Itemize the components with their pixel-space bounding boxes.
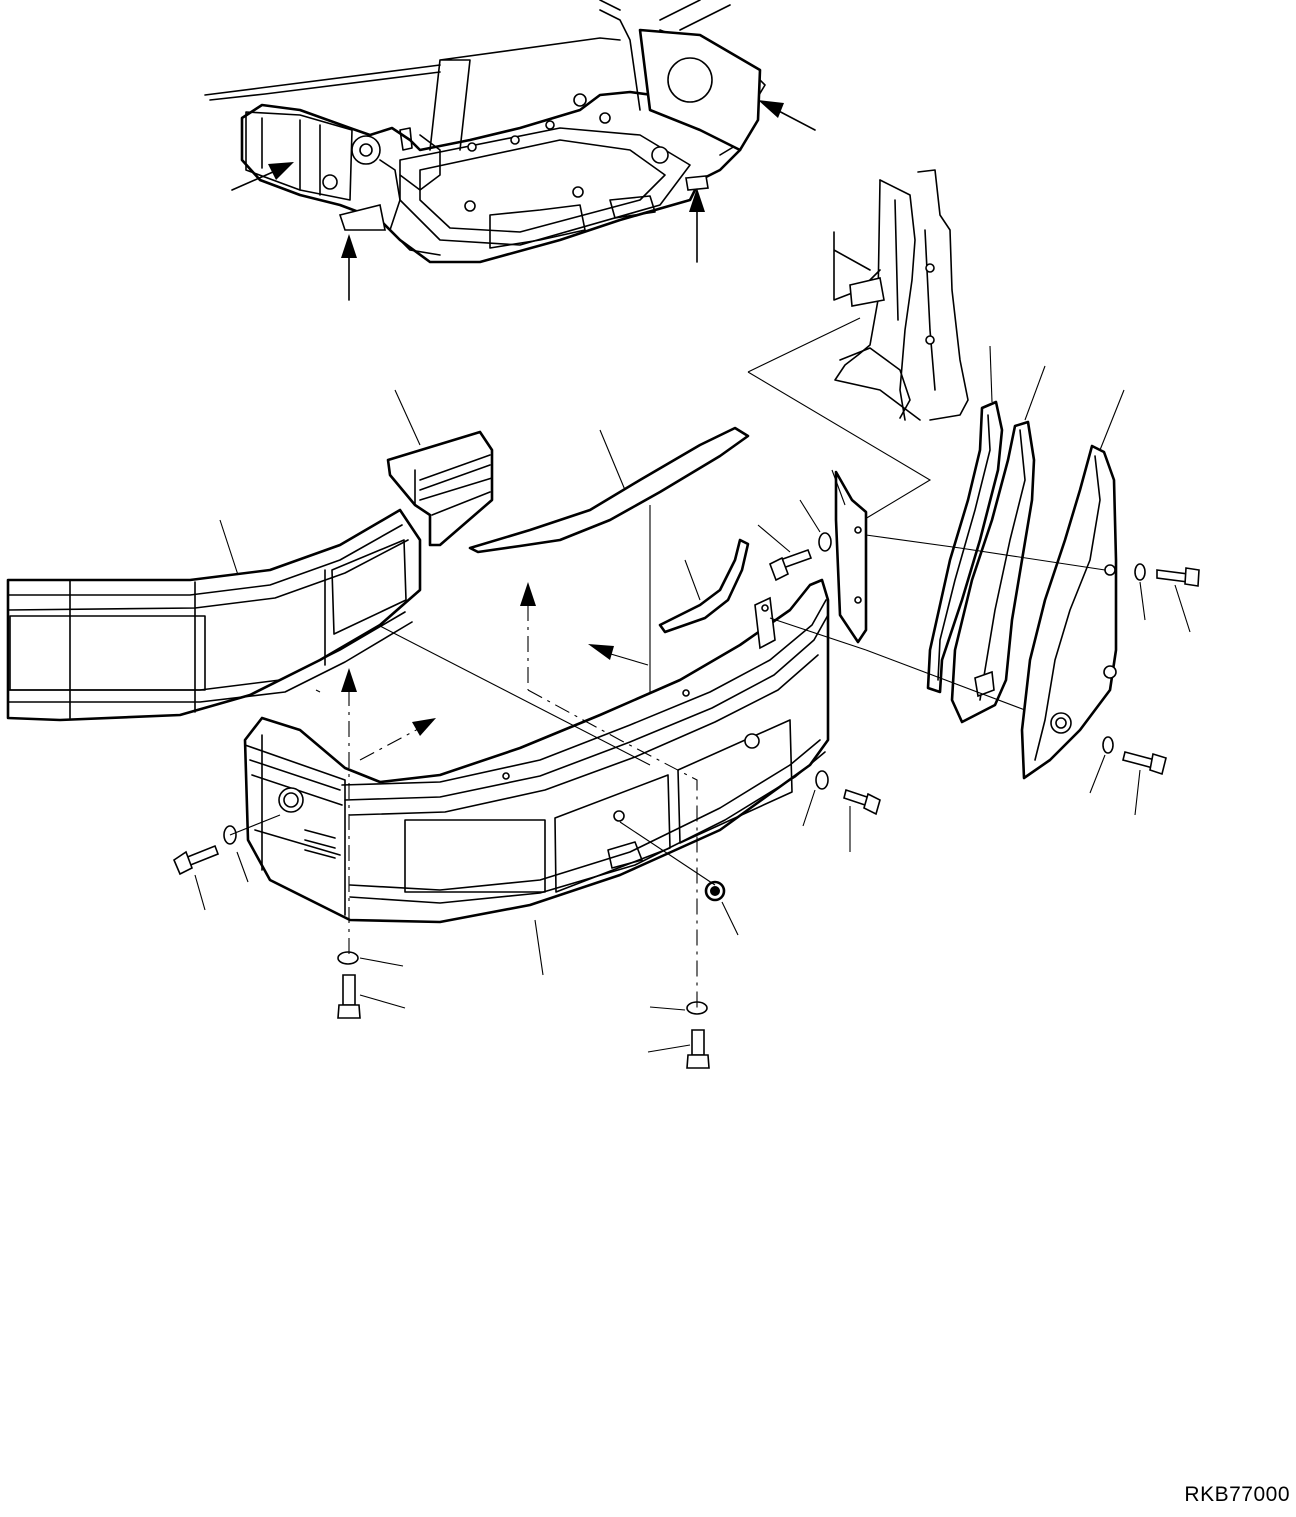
side-cover-3 [1020,389,1125,780]
washer-left [223,825,249,883]
bolt-right-upper [1156,567,1200,633]
hose [658,538,750,634]
top-strip [468,426,750,720]
upper-frame-assembly [204,0,766,264]
washer-right-lower [1089,736,1114,794]
washer-center-upper [799,499,832,552]
bracket-plate [831,469,868,644]
frame-arrows [231,100,816,301]
left-counterweight [6,508,422,722]
washer-right-upper [1134,563,1146,621]
bolt-bottom-center [647,1029,710,1069]
bolt-left [173,844,220,911]
cover-block [386,389,494,547]
leader-tick [315,689,321,693]
side-cover-2 [950,365,1046,724]
side-cover-1 [926,345,1004,694]
bolt-center-lower [843,788,881,852]
bolt-bottom-left [337,974,406,1019]
washer-bottom-center [649,1001,708,1015]
grommet [704,880,739,936]
main-counterweight [243,578,830,976]
washer-bottom-left [337,951,404,967]
bolt-center-upper [757,524,813,582]
side-pillar-detail [747,169,969,523]
washer-center-lower [802,770,829,827]
bolt-right-lower [1122,751,1167,816]
assembly-lines [229,534,1106,1008]
drawing-code-label: RKB77000 [1184,1483,1290,1506]
